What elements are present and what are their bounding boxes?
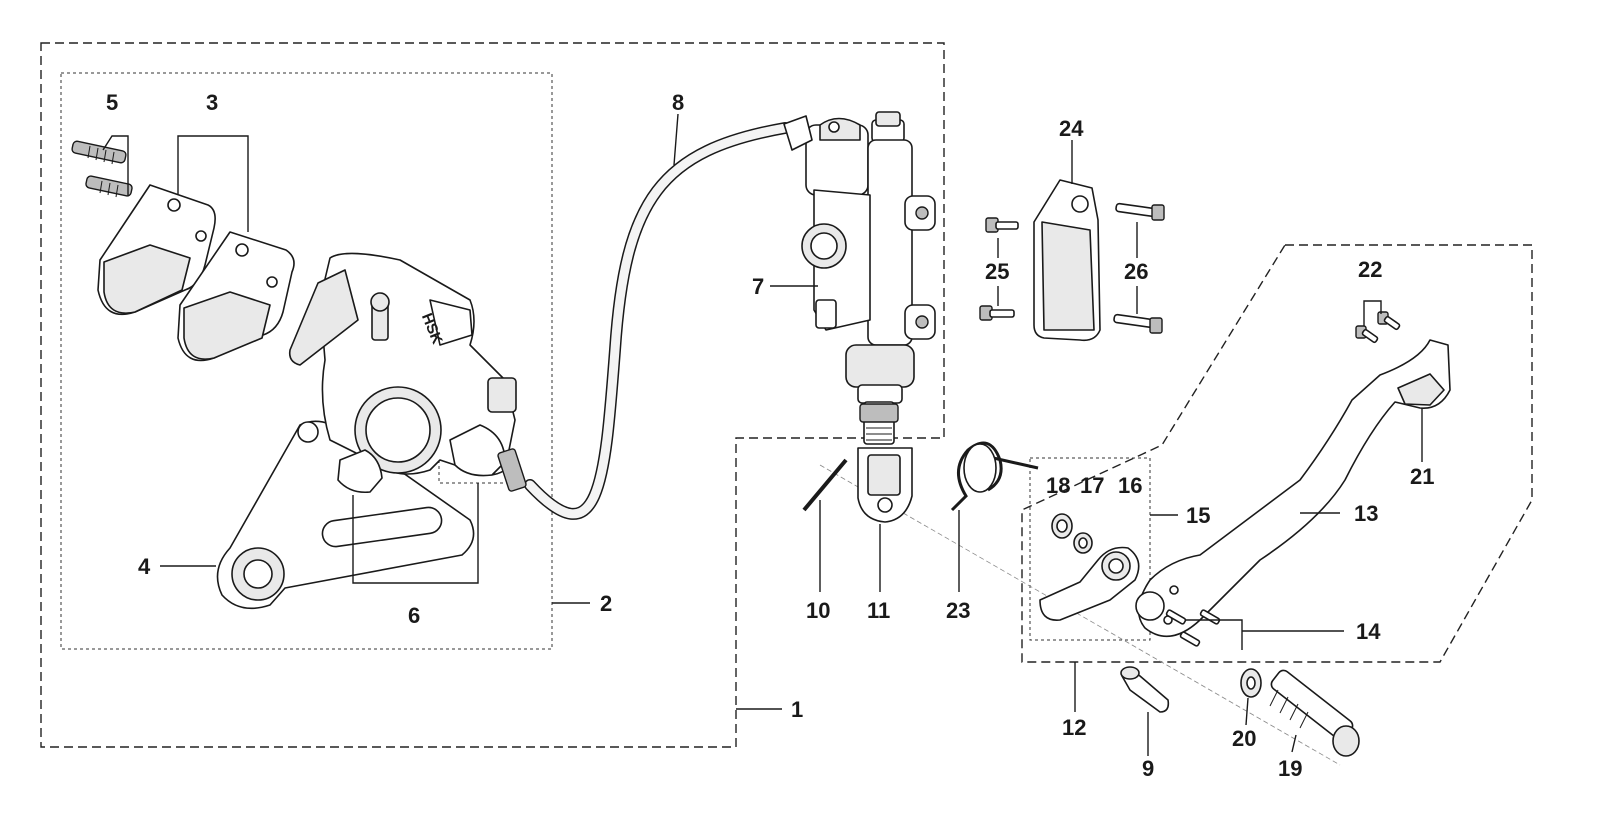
screw-25-upper <box>985 217 1019 233</box>
callout-13: 13 <box>1354 501 1378 526</box>
callout-7: 7 <box>752 274 764 299</box>
leader-lines <box>102 113 1423 756</box>
callout-2: 2 <box>600 591 612 616</box>
callout-12: 12 <box>1062 715 1086 740</box>
bolt-26-upper <box>1115 202 1165 221</box>
bushing-18 <box>1051 513 1073 539</box>
callout-17: 17 <box>1080 473 1104 498</box>
cotter-pin <box>802 458 848 512</box>
callout-20: 20 <box>1232 726 1256 751</box>
callout-6: 6 <box>408 603 420 628</box>
callout-24: 24 <box>1059 116 1084 141</box>
callout-18: 18 <box>1046 473 1070 498</box>
callout-3: 3 <box>206 90 218 115</box>
brake-pad-front <box>177 231 295 362</box>
callout-16: 16 <box>1118 473 1142 498</box>
caliper-body: HSK <box>288 252 527 494</box>
push-rod-clevis <box>857 447 913 523</box>
brake-pad-rear <box>97 184 216 316</box>
callout-numbers: 1 2 3 4 5 6 7 8 9 10 11 12 13 14 15 16 1… <box>106 90 1434 781</box>
callout-5: 5 <box>106 90 118 115</box>
pedal-pin <box>1120 666 1170 713</box>
assembly-frame-15 <box>1029 457 1151 641</box>
pad-pin-upper <box>71 140 127 165</box>
screw-14-c <box>1199 609 1221 625</box>
callout-8: 8 <box>672 90 684 115</box>
screw-25-lower <box>979 305 1015 321</box>
mounting-plate <box>1033 179 1101 342</box>
bushing-17 <box>1073 532 1093 554</box>
callout-10: 10 <box>806 598 830 623</box>
callout-21: 21 <box>1410 464 1434 489</box>
return-spring <box>950 441 1039 512</box>
pivot-arm <box>1039 546 1140 621</box>
callout-23: 23 <box>946 598 970 623</box>
washer <box>1240 668 1262 698</box>
screw-14-a <box>1165 609 1187 625</box>
callout-1: 1 <box>791 697 803 722</box>
brake-pedal-lever <box>1135 339 1451 638</box>
assembly-frame-1 <box>40 42 945 748</box>
pedal-bolt-22-b <box>1377 311 1401 331</box>
assembly-frame-12 <box>1021 244 1533 663</box>
callout-19: 19 <box>1278 756 1302 781</box>
callout-25: 25 <box>985 259 1009 284</box>
callout-22: 22 <box>1358 257 1382 282</box>
screw-14-b <box>1179 631 1201 647</box>
callout-14: 14 <box>1356 619 1381 644</box>
brake-hose <box>524 122 791 520</box>
bolt-26-lower <box>1113 313 1163 334</box>
callout-26: 26 <box>1124 259 1148 284</box>
callout-4: 4 <box>138 554 151 579</box>
callout-11: 11 <box>867 598 890 623</box>
callout-9: 9 <box>1142 756 1154 781</box>
assembly-axis-line <box>819 464 1341 766</box>
pad-pin-lower <box>85 175 133 198</box>
callout-15: 15 <box>1186 503 1210 528</box>
master-cylinder <box>783 111 936 445</box>
pivot-bolt <box>1269 669 1360 757</box>
pedal-bolt-22-a <box>1355 325 1379 344</box>
